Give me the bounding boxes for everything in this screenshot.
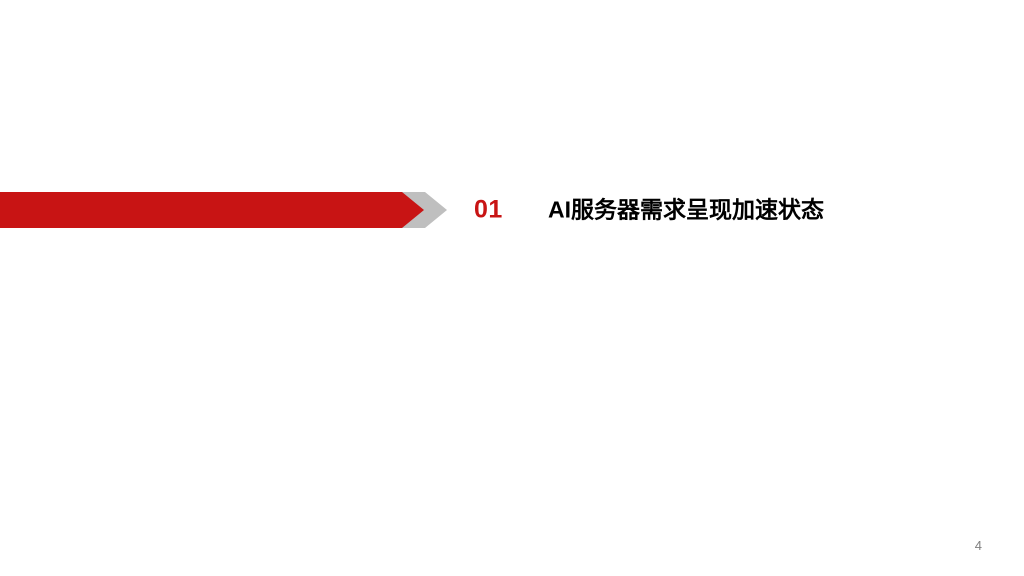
red-arrow-banner [0, 192, 424, 228]
section-title: AI服务器需求呈现加速状态 [548, 196, 824, 223]
section-header: 01 AI服务器需求呈现加速状态 [0, 192, 1024, 228]
section-number: 01 [474, 195, 503, 224]
page-number: 4 [974, 538, 982, 553]
